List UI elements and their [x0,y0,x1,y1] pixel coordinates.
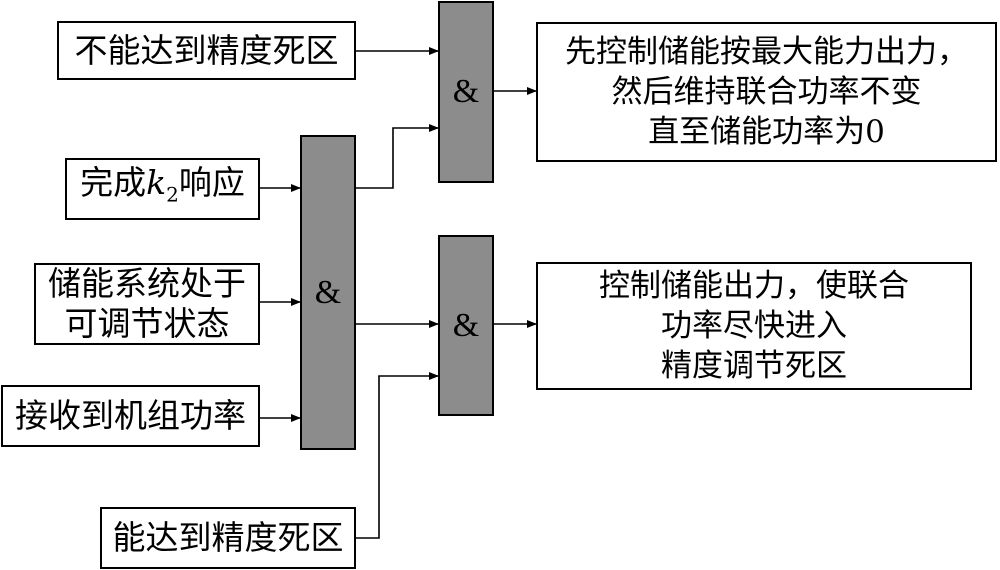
and-gate-bottom: & [438,235,494,416]
and-gate-middle-symbol: & [314,273,342,311]
output-top-text: 先控制储能按最大能力出力， 然后维持联合功率不变 直至储能功率为0 [565,34,968,150]
input-storage-adjustable-line2: 可调节状态 [64,304,230,343]
input-storage-adjustable-line1: 储能系统处于 [48,264,246,303]
input-reach-deadband-text: 能达到精度死区 [112,518,344,557]
output-bottom-text: 控制储能出力，使联合 功率尽快进入 精度调节死区 [599,268,909,384]
input-not-reach-deadband-text: 不能达到精度死区 [74,30,339,70]
input-reach-deadband: 能达到精度死区 [100,507,356,569]
wire-middle-to-top-gate [356,124,439,189]
input-received-unit-power: 接收到机组功率 [1,385,260,447]
input-not-reach-deadband: 不能达到精度死区 [57,21,356,80]
and-gate-middle: & [300,135,356,450]
output-bottom: 控制储能出力，使联合 功率尽快进入 精度调节死区 [536,262,972,390]
wire-reach-to-bottom-gate [356,372,439,539]
and-gate-bottom-symbol: & [452,306,480,344]
input-k2-response-text: 完成k2响应 [80,163,245,207]
input-received-unit-power-text: 接收到机组功率 [15,396,246,435]
input-storage-adjustable: 储能系统处于 可调节状态 [34,263,260,345]
and-gate-top: & [438,1,494,183]
input-k2-response: 完成k2响应 [65,158,260,220]
and-gate-top-symbol: & [452,73,480,110]
output-top: 先控制储能按最大能力出力， 然后维持联合功率不变 直至储能功率为0 [536,22,997,162]
